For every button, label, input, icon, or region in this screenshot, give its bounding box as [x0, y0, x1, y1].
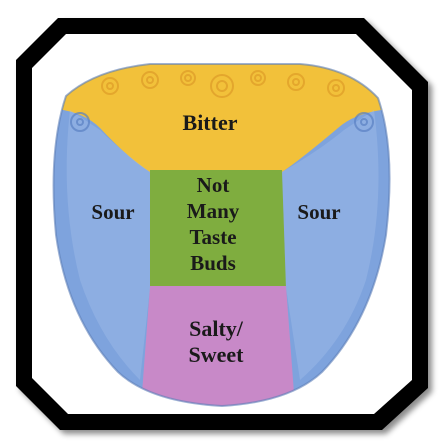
sour-left-sheen	[66, 110, 150, 380]
salty-sweet-label: Salty/ Sweet	[188, 316, 244, 367]
no-taste-region	[150, 170, 286, 288]
bitter-region	[53, 64, 390, 172]
sour-left-label: Sour	[91, 200, 135, 224]
salty-sweet-region	[140, 286, 296, 406]
sour-right-label: Sour	[297, 200, 341, 224]
sour-right-sheen	[282, 110, 379, 380]
papillae-swirls	[101, 70, 345, 98]
not-many-taste-buds-label: Not Many Taste Buds	[186, 173, 240, 275]
sour-swirls	[70, 112, 374, 132]
tongue-outline	[52, 63, 391, 408]
bitter-label: Bitter	[182, 110, 238, 135]
